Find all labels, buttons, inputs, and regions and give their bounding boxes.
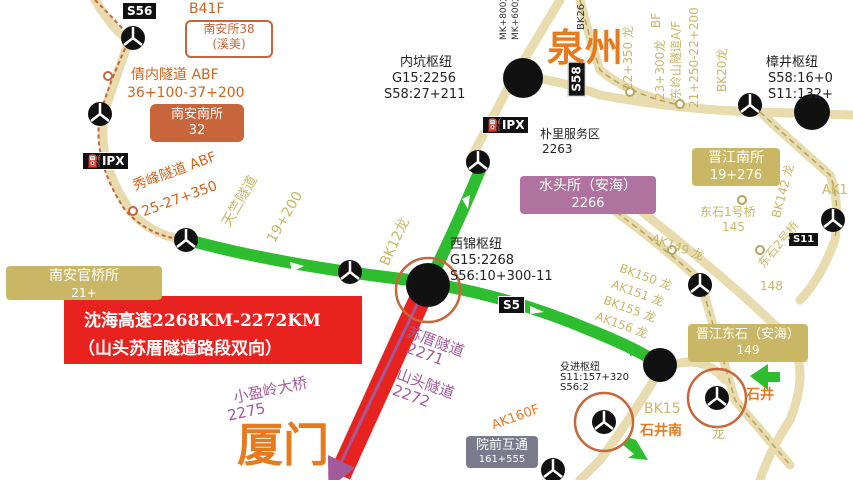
label-mk: MK+800龙: [499, 0, 509, 40]
label-zhangjing-s11: S11:132+: [768, 87, 833, 102]
label-b41f: B41F: [189, 1, 225, 17]
highlight-circles: [394, 256, 748, 453]
label-shijing: 石井: [746, 387, 774, 403]
station-name: 晋江东石（安海）: [695, 327, 800, 342]
label-shijing-south: 石井南: [640, 423, 682, 439]
label-shijin-s11: S11:157+320: [560, 372, 629, 383]
city-quanzhou: 泉州: [547, 26, 624, 70]
station-note: 21+: [71, 285, 97, 300]
road-badge-s56: S56: [122, 2, 158, 20]
station-nanan-38: 南安所38 (溪美): [185, 20, 273, 58]
label-shijin-name: 殳进枢纽: [560, 362, 600, 373]
station-note: 161+555: [478, 453, 526, 465]
station-note: 149: [736, 343, 760, 358]
station-name: 南安官桥所: [49, 268, 119, 284]
station-name: 晋江南所: [708, 150, 764, 166]
label-long-tail: 龙: [712, 427, 726, 442]
road-badge-s11: S11: [788, 232, 820, 247]
label-v3: 东岭山隧道A/F: [669, 20, 683, 100]
closure-notice: 沈海高速2268KM-2272KM （山头苏厝隧道路段双向）: [64, 296, 362, 364]
label-neikeng-g15: G15:2256: [392, 71, 457, 86]
label-qiannei-tunnel: 倩内隧道 ABF: [131, 67, 219, 83]
station-shuitou: 水头所（安海） 2266: [520, 176, 656, 214]
label-v2: 23+300龙: [653, 39, 667, 100]
service-icons: [88, 26, 845, 480]
label-ak1: AK1: [822, 183, 848, 198]
label-bk15: BK15: [644, 401, 681, 417]
label-xijin-g15: G15:2268: [450, 253, 515, 268]
station-name: 水头所（安海）: [539, 178, 637, 194]
junctions: [406, 58, 830, 382]
city-xiamen: 厦门: [237, 418, 329, 472]
station-note: 2266: [571, 195, 605, 211]
ipx-badge-west: ⛽IPX: [82, 152, 130, 170]
label-neikeng-name: 内坑枢纽: [400, 55, 453, 70]
label-v1: 22+350 龙: [621, 25, 635, 90]
label-pusli-name: 朴里服务区: [540, 127, 601, 141]
fuel-icon: ⛽: [487, 118, 502, 132]
station-name: 南安所38: [203, 22, 255, 36]
fuel-icon: ⛽: [87, 154, 102, 168]
label-dongshi2-km: 148: [760, 279, 783, 293]
label-shijin-s56: S56:2: [560, 382, 589, 393]
station-name: 南安南所: [170, 107, 223, 122]
label-xijin-name: 西锦枢纽: [450, 237, 503, 252]
notice-line-1: 沈海高速2268KM-2272KM: [84, 311, 321, 331]
station-note: 32: [188, 123, 206, 139]
station-nanan-guanqiao: 南安官桥所 21+: [6, 266, 162, 300]
ipx-label: IPX: [101, 154, 125, 168]
label-zhangjing-name: 樟井枢纽: [766, 55, 819, 70]
label-qiannei-km: 36+100-37+200: [127, 85, 245, 101]
notice-line-2: （山头苏厝隧道路段双向）: [78, 339, 282, 359]
label-v5: BK20龙: [715, 48, 729, 92]
label-v6: BF: [649, 12, 663, 28]
ipx-label: IPX: [501, 118, 525, 132]
station-jinjiang-dongshi: 晋江东石（安海） 149: [688, 324, 808, 362]
label-mk2: MK+600龙: [511, 0, 521, 40]
ipx-badge-east: ⛽IPX: [482, 116, 530, 134]
label-xijin-s56: S56:10+300-11: [450, 269, 553, 284]
label-neikeng-s58: S58:27+211: [384, 87, 466, 102]
label-dongshi1: 东石1号桥: [700, 205, 756, 219]
station-note: (溪美): [212, 37, 246, 51]
label-bk26: BK26: [576, 3, 587, 30]
green-road-arrows: [290, 195, 544, 314]
station-name: 院前互通: [475, 438, 528, 453]
label-dongshi1-km: 145: [722, 220, 745, 234]
route-dots-east: [625, 87, 765, 255]
station-note: 19+276: [709, 167, 763, 183]
station-yuanqian: 院前互通 161+555: [466, 436, 538, 468]
label-pusli-km: 2263: [542, 142, 573, 156]
road-edges: [579, 0, 838, 466]
station-nanan-south: 南安南所 32: [150, 104, 244, 142]
label-v4: 21+250-22+200: [687, 7, 701, 108]
label-zhangjing-s58: S58:16+0: [768, 71, 833, 86]
station-jinjiang-south: 晋江南所 19+276: [692, 148, 780, 186]
road-badge-s5: S5: [498, 296, 525, 314]
xiamen-arrow: [327, 287, 427, 480]
